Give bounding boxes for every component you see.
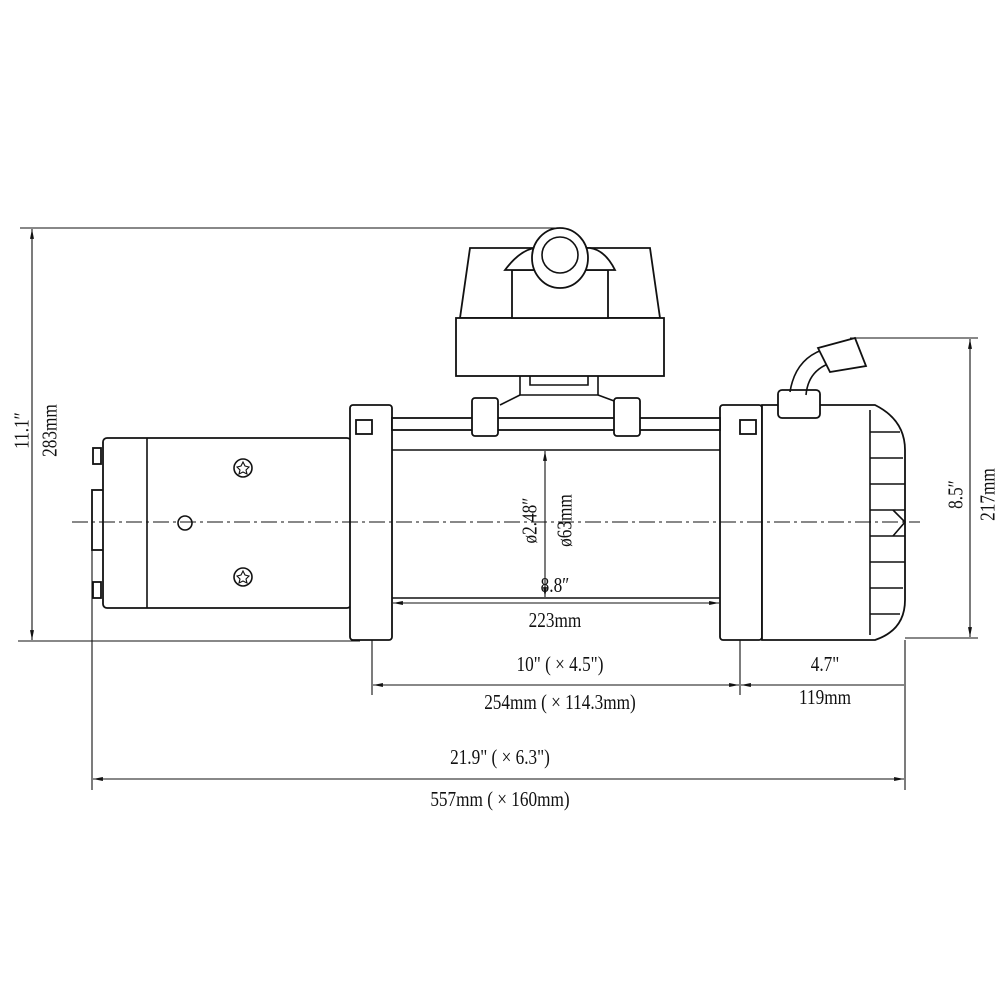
gear-height-in: 8.5″ xyxy=(943,480,968,509)
total-height-mm: 283mm xyxy=(37,404,62,457)
mount-spacing-mm: 254mm ( × 114.3mm) xyxy=(484,690,636,714)
overall-length-mm: 557mm ( × 160mm) xyxy=(430,787,570,811)
total-height-in: 11.1″ xyxy=(9,412,34,449)
overall-length-in: 21.9" ( × 6.3") xyxy=(450,745,550,769)
gearbox-length-mm: 119mm xyxy=(799,685,851,709)
drum-diameter-in: ø2.48″ xyxy=(517,497,542,544)
gearbox xyxy=(761,336,907,641)
extension-lines xyxy=(18,227,978,790)
gearbox-length-in: 4.7" xyxy=(810,652,840,676)
gear-height-mm: 217mm xyxy=(975,468,1000,521)
control-box xyxy=(455,227,665,437)
drum-length-in: 8.8″ xyxy=(540,573,570,597)
dimension-arrows xyxy=(30,229,972,781)
motor xyxy=(91,437,352,609)
drum-length-mm: 223mm xyxy=(528,608,582,632)
drum-diameter-mm: ø63mm xyxy=(552,494,577,547)
mount-spacing-in: 10" ( × 4.5") xyxy=(516,652,604,676)
